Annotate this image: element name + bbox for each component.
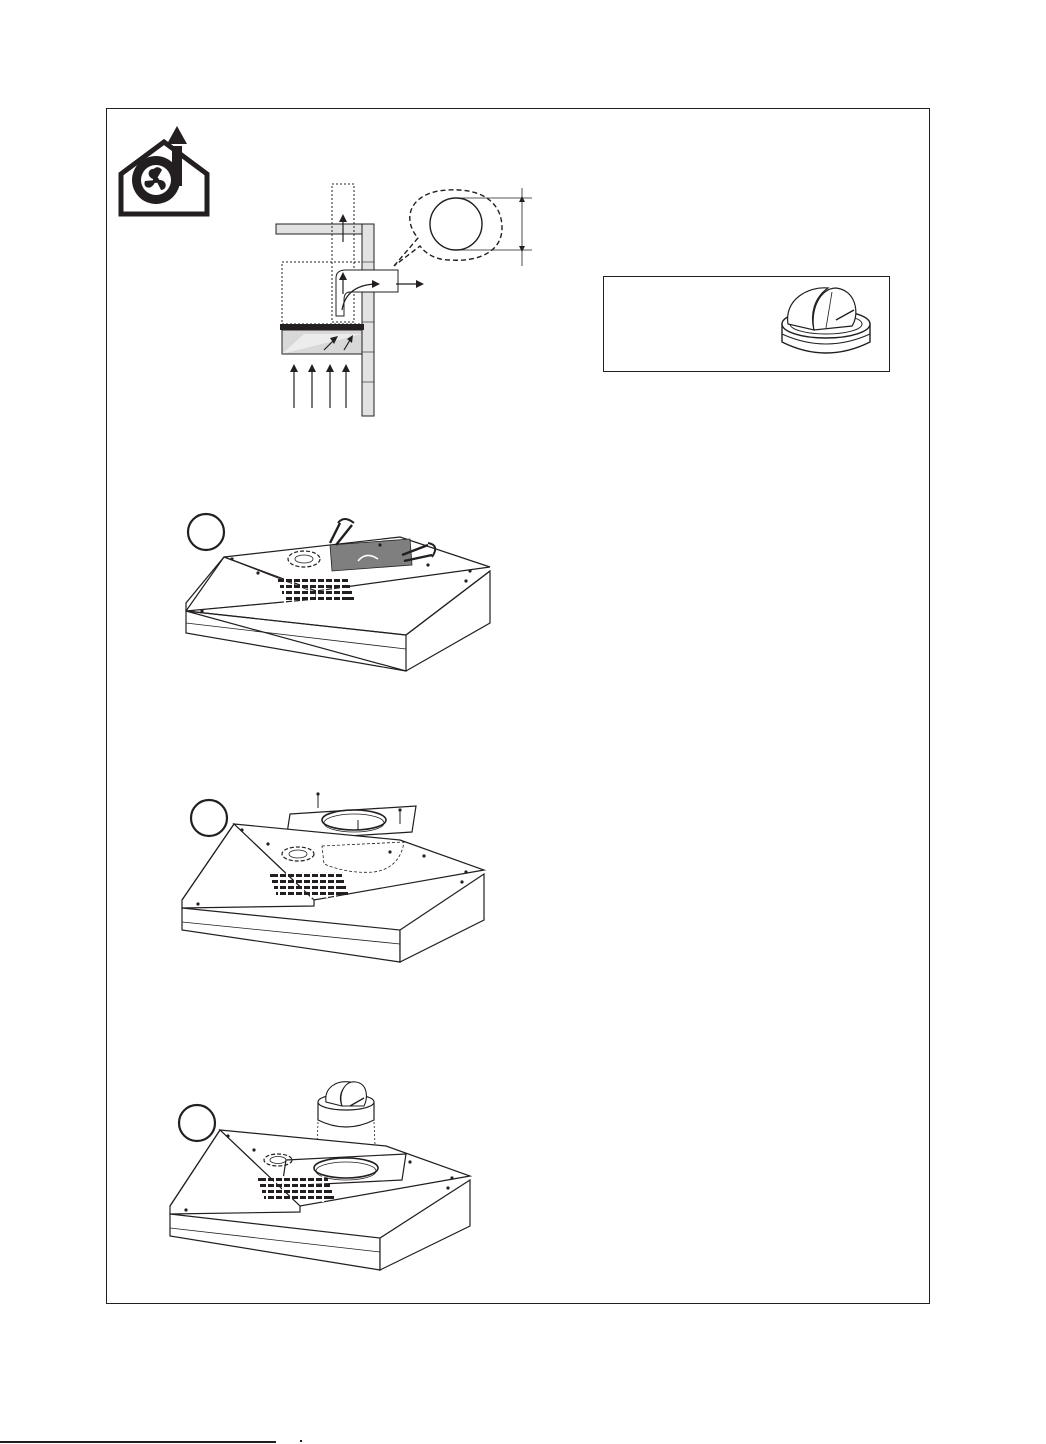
hood-cut-knockout [180,515,495,675]
damper-collar-icon [774,284,878,362]
footer-mark [300,1440,302,1442]
footer-rule [0,1441,276,1443]
hood-mount-plate [178,790,493,968]
wall-venting-diagram [270,182,540,418]
house-fan-exhaust-icon [118,122,224,218]
hood-install-damper [166,1078,481,1273]
